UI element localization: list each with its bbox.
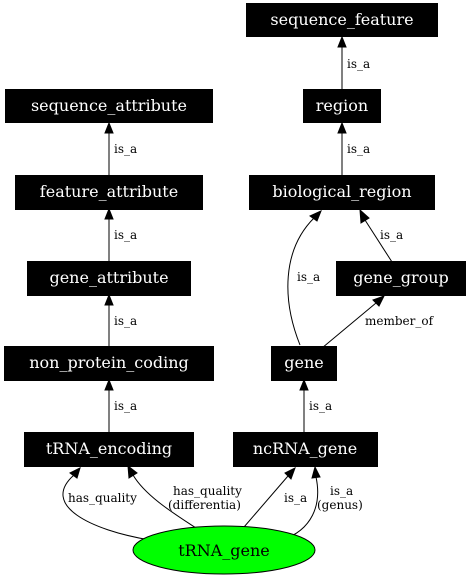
node-label: ncRNA_gene	[253, 439, 357, 458]
edge-label: is_a	[284, 491, 307, 505]
edges: is_a is_a is_a is_a member_of is_a is_a …	[62, 35, 435, 541]
node-ncRNA-gene[interactable]: ncRNA_gene	[233, 432, 378, 467]
edge-label: member_of	[365, 314, 435, 328]
node-sequence-feature[interactable]: sequence_feature	[246, 3, 438, 37]
arrowhead	[337, 121, 347, 134]
edge-label: is_a	[330, 484, 353, 498]
node-gene-group[interactable]: gene_group	[336, 261, 466, 296]
node-feature-attribute[interactable]: feature_attribute	[15, 175, 203, 210]
arrowhead	[104, 121, 114, 134]
node-label: gene_group	[353, 268, 449, 287]
edge-tRNA-gene-has-quality	[62, 474, 151, 541]
arrowhead	[69, 467, 81, 479]
edge-gene-group-biological-region	[364, 219, 393, 263]
node-tRNA-encoding[interactable]: tRNA_encoding	[24, 432, 194, 467]
edge-tRNA-gene-ncRNA-gene-genus	[281, 476, 319, 541]
arrowhead	[104, 378, 114, 391]
edge-label: has_quality	[68, 491, 137, 505]
node-label: tRNA_gene	[178, 541, 270, 560]
edge-label: has_quality	[173, 484, 242, 498]
arrowhead	[359, 208, 370, 224]
edge-label: is_a	[380, 228, 403, 242]
arrowhead	[309, 210, 322, 222]
edge-label: is_a	[114, 142, 137, 156]
node-label: tRNA_encoding	[46, 439, 172, 458]
edge-label: (differentia)	[168, 498, 241, 512]
node-gene-attribute[interactable]: gene_attribute	[27, 261, 191, 296]
arrowhead	[104, 207, 114, 220]
arrowhead	[372, 295, 386, 307]
node-gene[interactable]: gene	[271, 346, 337, 381]
arrowhead	[299, 378, 309, 391]
arrowhead	[284, 466, 296, 480]
edge-label: is_a	[347, 142, 370, 156]
arrowhead	[127, 464, 138, 479]
edge-label: is_a	[309, 399, 332, 413]
edge-label: (genus)	[317, 498, 363, 512]
edge-gene-gene-group	[321, 302, 377, 349]
node-region[interactable]: region	[303, 89, 381, 123]
edge-gene-biological-region	[287, 217, 315, 346]
node-label: gene_attribute	[49, 268, 168, 287]
node-label: gene	[284, 353, 323, 372]
edge-label: is_a	[114, 399, 137, 413]
node-label: feature_attribute	[40, 182, 178, 201]
nodes: sequence_feature region biological_regio…	[4, 3, 466, 575]
node-non-protein-coding[interactable]: non_protein_coding	[4, 346, 214, 381]
node-label: sequence_attribute	[31, 96, 187, 115]
node-label: region	[316, 96, 368, 115]
node-label: non_protein_coding	[29, 353, 189, 372]
arrowhead	[337, 35, 347, 48]
node-tRNA-gene-root[interactable]: tRNA_gene	[132, 525, 316, 575]
edge-label: is_a	[114, 228, 137, 242]
arrowhead	[311, 465, 321, 479]
node-sequence-attribute[interactable]: sequence_attribute	[5, 89, 213, 123]
edge-tRNA-gene-ncRNA-gene-is-a	[237, 475, 289, 535]
node-label: biological_region	[272, 182, 411, 201]
arrowhead	[104, 293, 114, 306]
node-label: sequence_feature	[270, 10, 413, 29]
edge-label: is_a	[114, 314, 137, 328]
edge-label: is_a	[347, 57, 370, 71]
node-biological-region[interactable]: biological_region	[249, 175, 435, 210]
edge-label: is_a	[297, 270, 320, 284]
